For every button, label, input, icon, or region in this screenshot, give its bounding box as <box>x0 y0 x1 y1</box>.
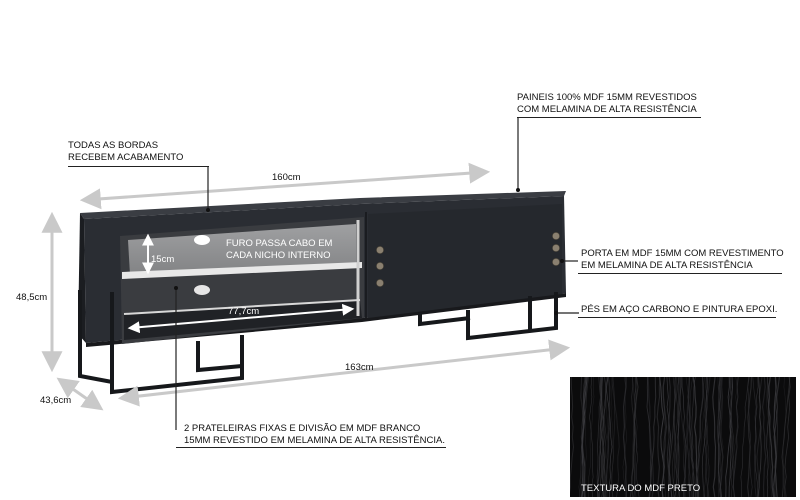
mdf-texture-swatch <box>570 377 796 497</box>
label-163cm: 163cm <box>345 362 374 373</box>
grain-line <box>605 377 613 497</box>
grain-line <box>773 377 778 497</box>
grain-line <box>729 377 734 497</box>
grain-line <box>580 377 586 497</box>
grain-line <box>756 377 763 497</box>
grain-line <box>766 377 769 497</box>
grain-line <box>784 377 791 497</box>
grain-line <box>754 377 759 497</box>
cable-hole-lower <box>194 285 210 295</box>
note-porta-underline <box>578 273 782 274</box>
note-bordas: TODAS AS BORDAS RECEBEM ACABAMENTO <box>68 140 184 163</box>
grain-line <box>681 377 687 497</box>
grain-line <box>634 377 640 497</box>
leader-lines <box>175 118 579 430</box>
grain-line <box>667 377 677 497</box>
grain-line <box>747 377 753 497</box>
grain-line <box>610 377 614 497</box>
grain-line <box>599 377 607 497</box>
grain-line <box>661 377 668 497</box>
grain-line <box>747 377 752 497</box>
note-paineis-underline <box>517 117 701 118</box>
wood-grain-texture <box>570 377 796 497</box>
grain-line <box>666 377 673 497</box>
hinges <box>376 232 560 287</box>
grain-line <box>622 377 628 497</box>
door-panel <box>368 204 562 318</box>
grain-line <box>719 377 724 497</box>
note-bordas-underline <box>68 166 209 167</box>
grain-line <box>717 377 724 497</box>
grain-line <box>570 377 575 494</box>
grain-line <box>757 377 762 497</box>
grain-line <box>656 377 661 497</box>
grain-line <box>691 377 696 497</box>
dim-160-arrow <box>79 162 491 210</box>
grain-line <box>781 377 791 497</box>
grain-line <box>740 377 750 497</box>
cable-hole-upper <box>194 235 210 245</box>
grain-line <box>688 377 693 497</box>
grain-line <box>686 377 691 497</box>
grain-line <box>677 377 682 497</box>
niche-divider-shelf <box>122 262 362 279</box>
grain-line <box>765 377 772 497</box>
grain-line <box>727 377 732 497</box>
niche-back-panel <box>128 224 356 275</box>
grain-line <box>610 377 616 497</box>
note-furo: FURO PASSA CABO EM CADA NICHO INTERNO <box>226 238 333 261</box>
label-43cm: 43,6cm <box>40 395 72 406</box>
grain-line <box>588 377 595 497</box>
grain-line <box>717 377 721 497</box>
grain-line <box>772 377 780 497</box>
grain-line <box>701 377 708 497</box>
grain-line <box>611 377 620 497</box>
grain-line <box>633 377 637 497</box>
grain-line <box>705 377 711 497</box>
grain-line <box>605 377 609 497</box>
grain-line <box>732 377 739 497</box>
note-prateleiras: 2 PRATELEIRAS FIXAS E DIVISÃO EM MDF BRA… <box>184 423 445 446</box>
grain-line <box>712 377 717 497</box>
grain-line <box>581 377 588 497</box>
note-pes: PÉS EM AÇO CARBONO E PINTURA EPOXI. <box>581 304 778 315</box>
note-porta: PORTA EM MDF 15MM COM REVESTIMENTO EM ME… <box>581 248 784 271</box>
note-pes-underline <box>578 317 776 318</box>
grain-line <box>782 377 787 497</box>
grain-line <box>695 377 704 497</box>
note-paineis: PAINEIS 100% MDF 15mm REVESTIDOS COM MEL… <box>517 92 697 115</box>
grain-line <box>698 377 705 497</box>
label-160cm: 160cm <box>272 172 301 183</box>
grain-line <box>752 377 757 497</box>
texture-caption: TEXTURA DO MDF PRETO <box>581 483 701 494</box>
grain-line <box>583 377 587 497</box>
grain-line <box>703 377 708 497</box>
grain-line <box>648 377 657 497</box>
grain-line <box>674 377 680 497</box>
dimension-lines <box>41 162 571 411</box>
grain-line <box>579 377 584 497</box>
note-prateleiras-underline <box>176 447 446 448</box>
label-48cm: 48,5cm <box>16 292 48 303</box>
label-77cm: 77,7cm <box>228 306 260 317</box>
grain-line <box>761 377 767 497</box>
label-15cm: 15cm <box>151 254 175 265</box>
grain-line <box>596 377 601 497</box>
interior-dimension-lines <box>127 233 355 334</box>
grain-line <box>717 377 722 497</box>
dim-163-arrow <box>117 339 571 407</box>
grain-line <box>596 377 604 497</box>
grain-line <box>674 377 680 497</box>
dim-77-arrow <box>127 303 355 334</box>
leader-dots <box>174 188 564 315</box>
dim-43-arrow <box>56 377 104 411</box>
grain-line <box>767 377 775 497</box>
grain-line <box>687 377 695 497</box>
grain-line <box>589 377 594 497</box>
